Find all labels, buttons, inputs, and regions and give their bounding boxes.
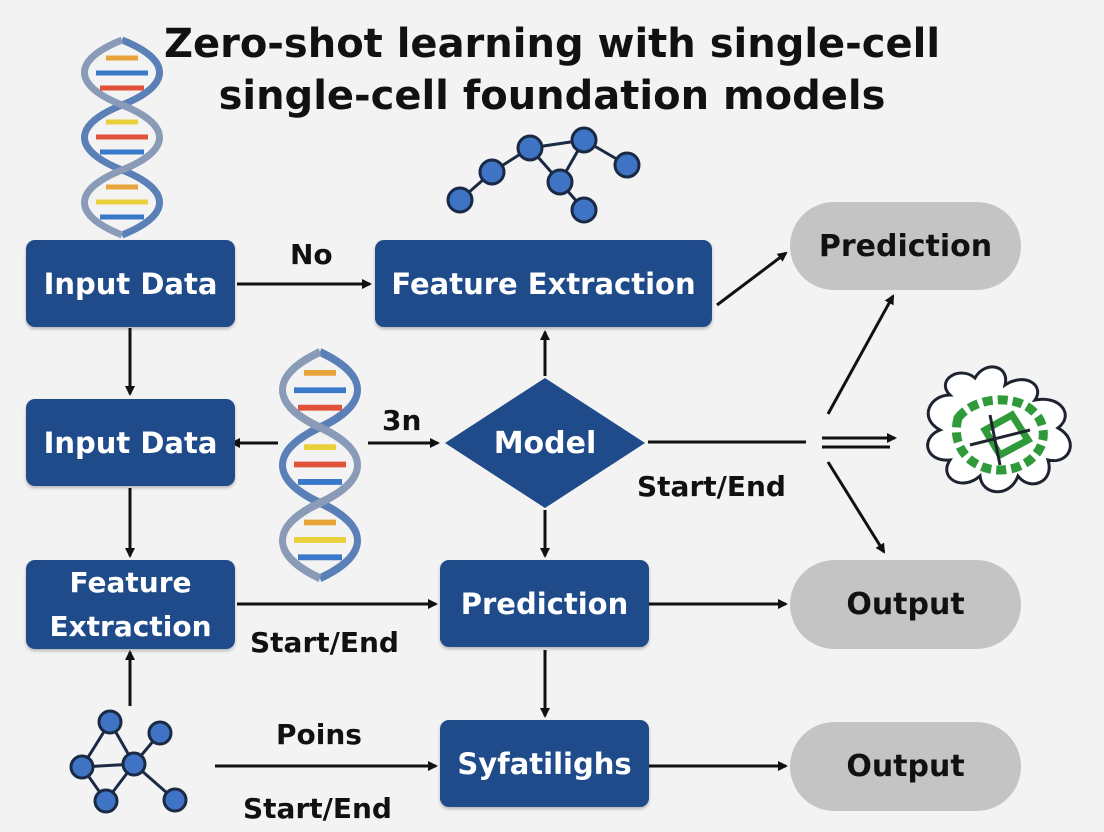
node-output-bottom: Output [790, 722, 1021, 811]
arrow-down-to-output [826, 461, 886, 554]
title-line-1: Zero-shot learning with single-cell [163, 21, 941, 67]
edge-label-start-end-model: Start/End [637, 470, 786, 503]
dna-helix-icon [283, 352, 358, 578]
node-label: Syfatilighs [457, 746, 632, 781]
node-label: Input Data [43, 425, 218, 460]
node-syfatilighs: Syfatilighs [440, 720, 649, 807]
edge-label-start-end-bottom: Start/End [243, 792, 392, 825]
edge-label-poins: Poins [276, 718, 362, 751]
edge-label-3n: 3n [382, 404, 422, 437]
arrow-up-to-prediction [826, 294, 895, 415]
node-feature-extraction-left: Feature Extraction [26, 560, 235, 649]
network-graph-icon [69, 709, 188, 814]
node-input-data-mid: Input Data [26, 399, 235, 486]
node-feature-extraction-top: Feature Extraction [375, 240, 712, 327]
model-diamond [445, 378, 645, 508]
protein-structure-icon [926, 365, 1072, 494]
node-label: Feature Extraction [49, 565, 212, 643]
dna-helix-icon [85, 40, 160, 235]
node-prediction-right: Prediction [790, 202, 1021, 290]
node-model-label: Model [493, 426, 597, 461]
node-input-data-top: Input Data [26, 240, 235, 327]
edge-label-start-end-feature: Start/End [250, 626, 399, 659]
node-label: Output [846, 587, 965, 622]
node-label: Feature Extraction [391, 266, 696, 301]
diagram-title: Zero-shot learning with single-cell sing… [0, 18, 1104, 122]
network-graph-icon [446, 126, 641, 224]
node-label: Prediction [818, 228, 993, 264]
node-prediction-center: Prediction [440, 560, 649, 647]
node-label: Prediction [460, 586, 629, 621]
node-label: Input Data [43, 266, 218, 301]
arrow-feature-to-prediction-right [716, 251, 788, 307]
title-line-2: single-cell foundation models [218, 73, 886, 119]
node-label: Output [846, 749, 965, 784]
node-output-mid: Output [790, 560, 1021, 649]
edge-label-no: No [290, 238, 333, 271]
